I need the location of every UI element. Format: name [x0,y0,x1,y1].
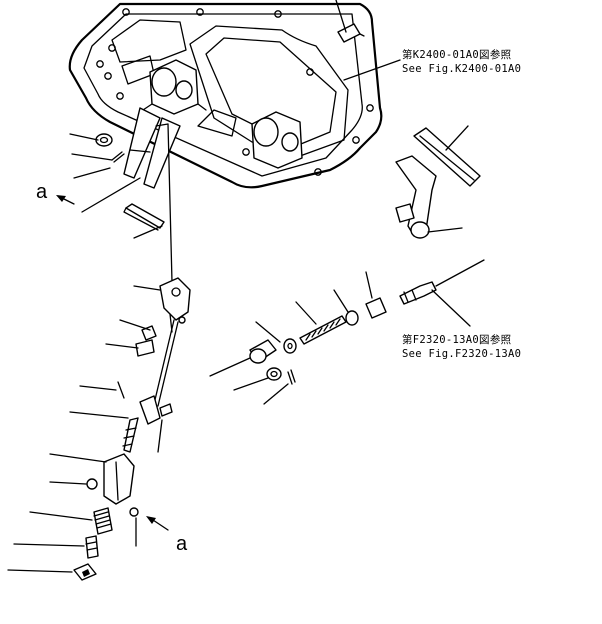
spring-bracket [103,453,135,505]
mounting-bolt [337,23,365,43]
marker-a-upper: a [36,181,48,203]
pedal-pad [413,127,481,187]
marker-arrow-lower [146,516,169,531]
lock-nut [345,310,359,326]
pedal-arm [123,107,181,189]
cotter-pin-upper [111,151,125,163]
pedal-bracket-right [251,111,303,169]
spring-pin [117,381,125,399]
ref-lower-line1: 第F2320-13A0図参照 [402,333,512,346]
cable-end [399,259,485,305]
ref-upper-line2: See Fig.K2400-01A0 [402,63,521,75]
retainer-clip [73,563,97,581]
rod-end-lower [249,339,277,364]
marker-a-lower: a [176,533,188,555]
ref-upper-line1: 第K2400-01A0図参照 [402,48,512,61]
washer-lower [86,478,98,490]
nut-lower-mid [266,367,282,381]
bolt-mid [135,325,157,357]
return-spring [93,507,113,535]
control-rod [155,123,173,283]
linkage-rod-lower [153,319,179,407]
clevis-pin [123,203,165,231]
sleeve [365,297,387,319]
cotter-pin-lower [287,369,296,385]
marker-arrow-upper [56,195,75,205]
pedal-lever [395,155,437,239]
small-spring [85,535,99,559]
leader-lines [7,0,471,573]
ref-lower-line2: See Fig.F2320-13A0 [402,348,521,360]
adjusting-bolt [122,417,139,453]
clamp-block [139,395,173,425]
washer-small-right [129,507,139,517]
washer-mid [283,338,297,354]
threaded-rod [299,315,347,345]
pedal-bracket-left [139,59,207,115]
linkage-block [159,277,191,333]
